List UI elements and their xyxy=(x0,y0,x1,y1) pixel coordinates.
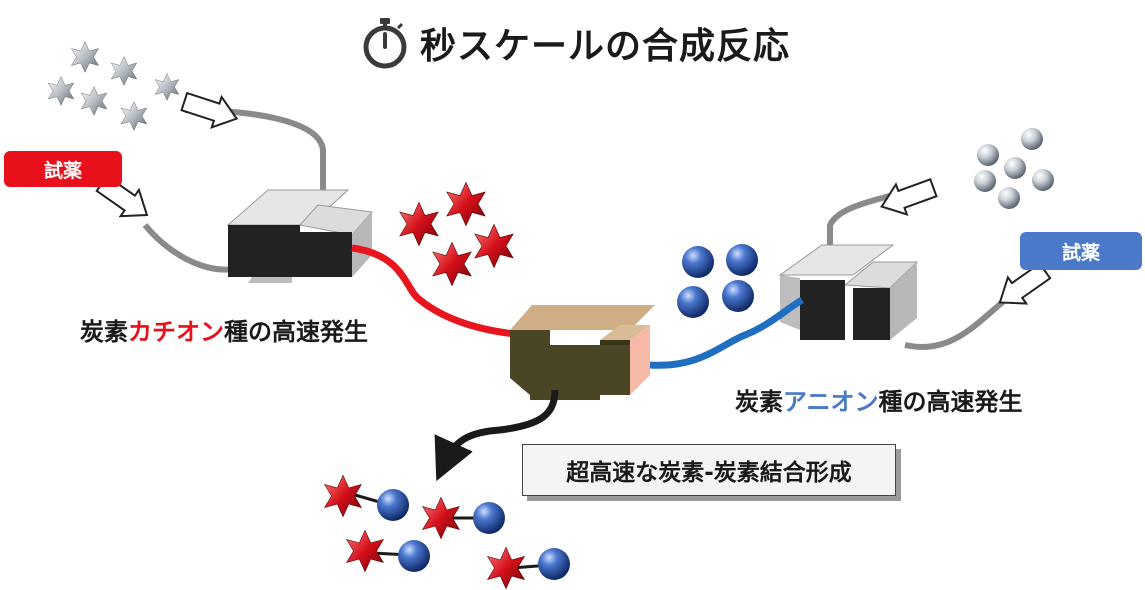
red-star-icon xyxy=(399,181,514,287)
arrow-icon xyxy=(880,178,938,216)
product-caption: 超高速な炭素-炭素結合形成 xyxy=(522,444,896,496)
anion-caption-post: 種の高速発生 xyxy=(878,388,1023,416)
right-feed-tube-bottom xyxy=(904,297,1007,350)
anion-caption-highlight: アニオン xyxy=(783,388,879,416)
title-text: 秒スケールの合成反応 xyxy=(420,26,791,67)
reagent-label-right: 試薬 xyxy=(1020,232,1142,270)
reagent-label-left: 試薬 xyxy=(4,151,122,187)
cation-caption-post: 種の高速発生 xyxy=(224,318,368,346)
reaction-mixer xyxy=(510,305,655,400)
silver-star-icon xyxy=(47,41,180,131)
cation-caption: 炭素カチオン種の高速発生 xyxy=(80,312,368,347)
cation-tube xyxy=(351,244,516,338)
cation-mixer xyxy=(226,189,373,283)
anion-tube xyxy=(649,296,804,369)
blue-sphere-icon xyxy=(677,244,758,318)
anion-mixer xyxy=(778,244,919,340)
cation-caption-pre: 炭素 xyxy=(80,318,128,346)
anion-caption-pre: 炭素 xyxy=(735,388,783,416)
product-tube xyxy=(434,389,559,482)
arrow-icon xyxy=(180,91,239,129)
title: 秒スケールの合成反応 xyxy=(360,12,790,74)
product-molecules xyxy=(324,474,570,590)
anion-caption: 炭素アニオン種の高速発生 xyxy=(735,382,1023,417)
arrow-icon xyxy=(998,262,1052,305)
left-feed-tube-top xyxy=(184,107,326,190)
stopwatch-icon xyxy=(363,18,407,69)
cation-caption-highlight: カチオン xyxy=(128,318,224,346)
silver-sphere-icon xyxy=(974,128,1054,209)
